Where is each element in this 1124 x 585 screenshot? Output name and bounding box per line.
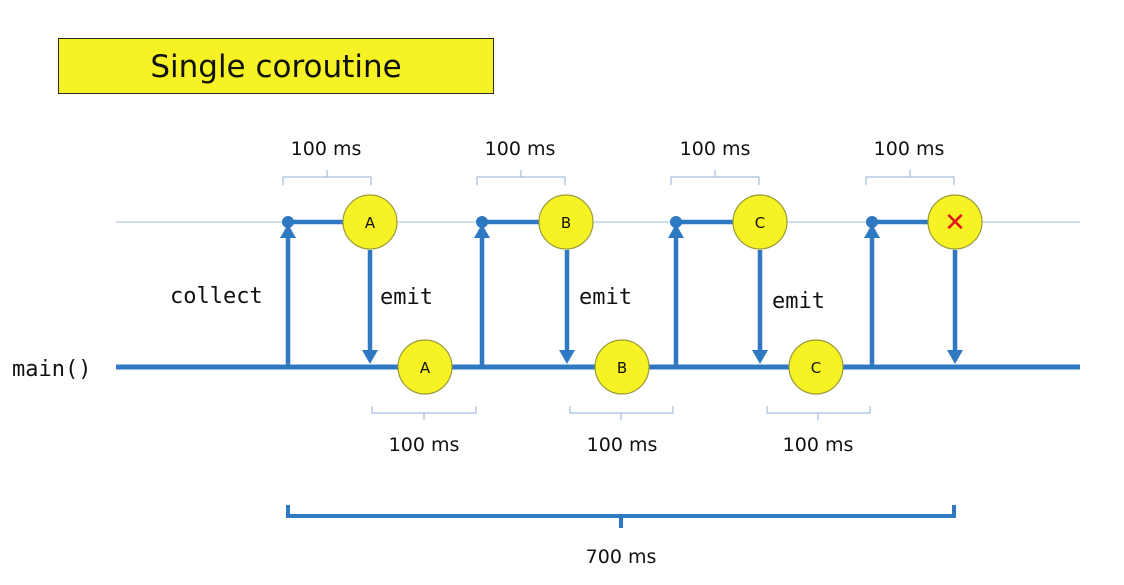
emit-arrowhead-3 — [752, 350, 768, 364]
top-node-1: A — [342, 194, 398, 250]
top-duration-1: 100 ms — [291, 138, 362, 160]
bottom-node-3: C — [788, 339, 844, 395]
top-node-3-label: C — [755, 214, 765, 232]
bottom-bracket-1 — [371, 406, 477, 420]
top-duration-3: 100 ms — [680, 138, 751, 160]
bottom-duration-2: 100 ms — [587, 434, 658, 456]
emit-arrowhead-2 — [559, 350, 575, 364]
bottom-duration-3: 100 ms — [783, 434, 854, 456]
bottom-duration-1: 100 ms — [389, 434, 460, 456]
top-node-2-label: B — [561, 214, 571, 232]
top-duration-4: 100 ms — [874, 138, 945, 160]
bottom-node-2: B — [594, 339, 650, 395]
collect-label: collect — [170, 284, 263, 309]
collect-arrowhead-1 — [280, 224, 296, 238]
top-duration-2: 100 ms — [485, 138, 556, 160]
emit-arrowhead-1 — [362, 350, 378, 364]
bottom-node-1: A — [397, 339, 453, 395]
collect-arrowhead-3 — [668, 224, 684, 238]
cancel-icon: ✕ — [944, 208, 966, 238]
bottom-bracket-2 — [569, 406, 674, 420]
slide-title: Single coroutine — [150, 49, 402, 85]
top-node-1-label: A — [365, 214, 376, 232]
main-label: main() — [12, 357, 91, 382]
top-bracket-4 — [865, 170, 955, 185]
top-bracket-2 — [476, 170, 566, 185]
bottom-bracket-3 — [766, 406, 871, 420]
emit-label-1: emit — [380, 285, 433, 310]
bottom-node-3-label: C — [811, 359, 821, 377]
emit-label-3: emit — [772, 289, 825, 314]
total-bracket — [286, 505, 956, 528]
cancelled-node: ✕ — [927, 194, 983, 250]
top-node-2: B — [538, 194, 594, 250]
emit-label-2: emit — [579, 285, 632, 310]
cancel-arrowhead — [947, 350, 963, 364]
top-bracket-3 — [670, 170, 760, 185]
collect-arrowhead-4 — [864, 224, 880, 238]
top-bracket-1 — [282, 170, 372, 185]
collect-arrowhead-2 — [474, 224, 490, 238]
title-box: Single coroutine — [58, 38, 494, 94]
top-node-3: C — [732, 194, 788, 250]
bottom-node-1-label: A — [420, 359, 431, 377]
bottom-node-2-label: B — [617, 359, 627, 377]
total-duration: 700 ms — [586, 546, 657, 568]
